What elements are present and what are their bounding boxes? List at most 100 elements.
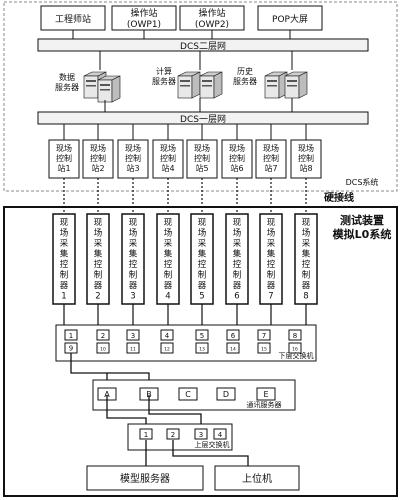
server-tower-icon xyxy=(97,75,121,103)
acquisition-controller-label: 8 xyxy=(303,292,308,302)
port-label: 13 xyxy=(199,347,205,353)
acquisition-controller-label: 集 xyxy=(164,249,173,260)
owp1-label-2: (OWP1) xyxy=(127,20,161,30)
port-label: D xyxy=(223,390,229,399)
lower-switch-port-8: 8 xyxy=(288,329,302,341)
acquisition-controller-label: 器 xyxy=(198,281,207,291)
port-label: 6 xyxy=(231,332,236,340)
acquisition-controller-label: 6 xyxy=(234,292,239,302)
upper-switch-port-1: 1 xyxy=(139,428,153,440)
acquisition-controller-label: 控 xyxy=(129,259,138,270)
field-control-station-label: 控制 xyxy=(56,153,72,163)
operator-station-owp1: 操作站 (OWP1) xyxy=(111,5,177,31)
acquisition-controller-label: 采 xyxy=(233,238,242,249)
acquisition-controller-label: 现 xyxy=(60,218,69,228)
compute-server-label-1: 计算 xyxy=(156,66,172,76)
acquisition-controller-label: 现 xyxy=(233,218,242,228)
port-label: 4 xyxy=(218,431,223,439)
lower-switch-port-1: 1 xyxy=(64,329,78,341)
acquisition-controller-label: 集 xyxy=(94,249,103,260)
acquisition-controller-label: 控 xyxy=(302,259,311,270)
lower-switch-port-7: 7 xyxy=(257,329,271,341)
port-label: 1 xyxy=(69,332,73,340)
lower-switch-port-9: 9 xyxy=(64,342,78,354)
field-control-station-label: 现场 xyxy=(263,144,279,153)
field-control-station-label: 控制 xyxy=(125,153,141,163)
acquisition-controller-label: 5 xyxy=(199,292,204,302)
lower-switch-port-6: 6 xyxy=(226,329,240,341)
acquisition-controller-label: 1 xyxy=(61,292,66,302)
test-device-frame xyxy=(3,206,398,497)
field-control-station-label: 现场 xyxy=(194,144,210,153)
acquisition-controller-label: 现 xyxy=(302,218,311,228)
port-label: 8 xyxy=(293,332,297,340)
field-control-station-label: 站2 xyxy=(91,163,104,173)
host-pc-label: 上位机 xyxy=(242,472,272,485)
compute-server-group: 计算 服务器 xyxy=(152,66,223,99)
port-label: 4 xyxy=(165,332,170,340)
acquisition-controller-label: 控 xyxy=(60,259,69,270)
field-control-station-label: 控制 xyxy=(90,153,106,163)
acquisition-controller-label: 场 xyxy=(233,229,242,239)
acquisition-controller-label: 制 xyxy=(164,270,173,281)
acquisition-controller-label: 现 xyxy=(94,218,103,228)
acquisition-controller-label: 控 xyxy=(94,259,103,270)
field-control-station-label: 现场 xyxy=(160,144,176,153)
acquisition-controller-label: 3 xyxy=(130,292,135,302)
history-server-label-1: 历史 xyxy=(237,66,253,76)
field-control-station-label: 站3 xyxy=(126,163,139,173)
engineer-station: 工程师站 xyxy=(40,5,106,31)
acquisition-controller-label: 场 xyxy=(60,229,69,239)
lower-switch-port-13: 13 xyxy=(195,342,209,354)
acquisition-controller-label: 控 xyxy=(198,259,207,270)
port-label: 11 xyxy=(130,347,136,353)
comm-server-label: 通讯服务器 xyxy=(247,400,282,409)
acquisition-controller-label: 集 xyxy=(129,249,138,260)
history-server-label-2: 服务器 xyxy=(233,76,257,86)
server-tower-icon xyxy=(284,71,308,99)
field-control-station-label: 控制 xyxy=(298,153,314,163)
acquisition-controller-label: 控 xyxy=(164,259,173,270)
field-control-station-label: 站5 xyxy=(195,163,208,173)
comm-server-port-C: C xyxy=(178,387,198,401)
field-control-station-label: 控制 xyxy=(263,153,279,163)
acquisition-controller-label: 制 xyxy=(94,270,103,281)
acquisition-controller-label: 制 xyxy=(198,270,207,281)
compute-server-label-2: 服务器 xyxy=(152,76,176,86)
field-control-station-label: 控制 xyxy=(229,153,245,163)
field-control-station-label: 站4 xyxy=(161,163,174,173)
port-label: E xyxy=(263,390,268,399)
field-control-station-label: 现场 xyxy=(90,144,106,153)
port-label: 2 xyxy=(101,332,105,340)
field-control-stations: 现场控制站1现场控制站2现场控制站3现场控制站4现场控制站5现场控制站6现场控制… xyxy=(48,124,322,179)
acquisition-controller-label: 现 xyxy=(164,218,173,228)
acquisition-controller-label: 场 xyxy=(267,229,276,239)
owp2-label-2: (OWP2) xyxy=(195,20,229,30)
server-tower-icon xyxy=(177,71,201,99)
upper-switch-port-4: 4 xyxy=(213,428,227,440)
lower-switch-port-5: 5 xyxy=(195,329,209,341)
pop-large-screen: POP大屏 xyxy=(257,5,323,31)
port-label: 15 xyxy=(261,347,267,353)
port-label: 3 xyxy=(131,332,135,340)
port-label: 2 xyxy=(171,431,175,439)
hardwire-connections xyxy=(63,178,307,214)
comm-server-port-D: D xyxy=(216,387,236,401)
dcs-l2-network-bus: DCS二层网 xyxy=(37,38,369,52)
acquisition-controller-label: 集 xyxy=(267,249,276,260)
port-label: 1 xyxy=(144,431,148,439)
port-label: 5 xyxy=(200,332,204,340)
lower-switch-label: 下层交换机 xyxy=(279,351,314,360)
